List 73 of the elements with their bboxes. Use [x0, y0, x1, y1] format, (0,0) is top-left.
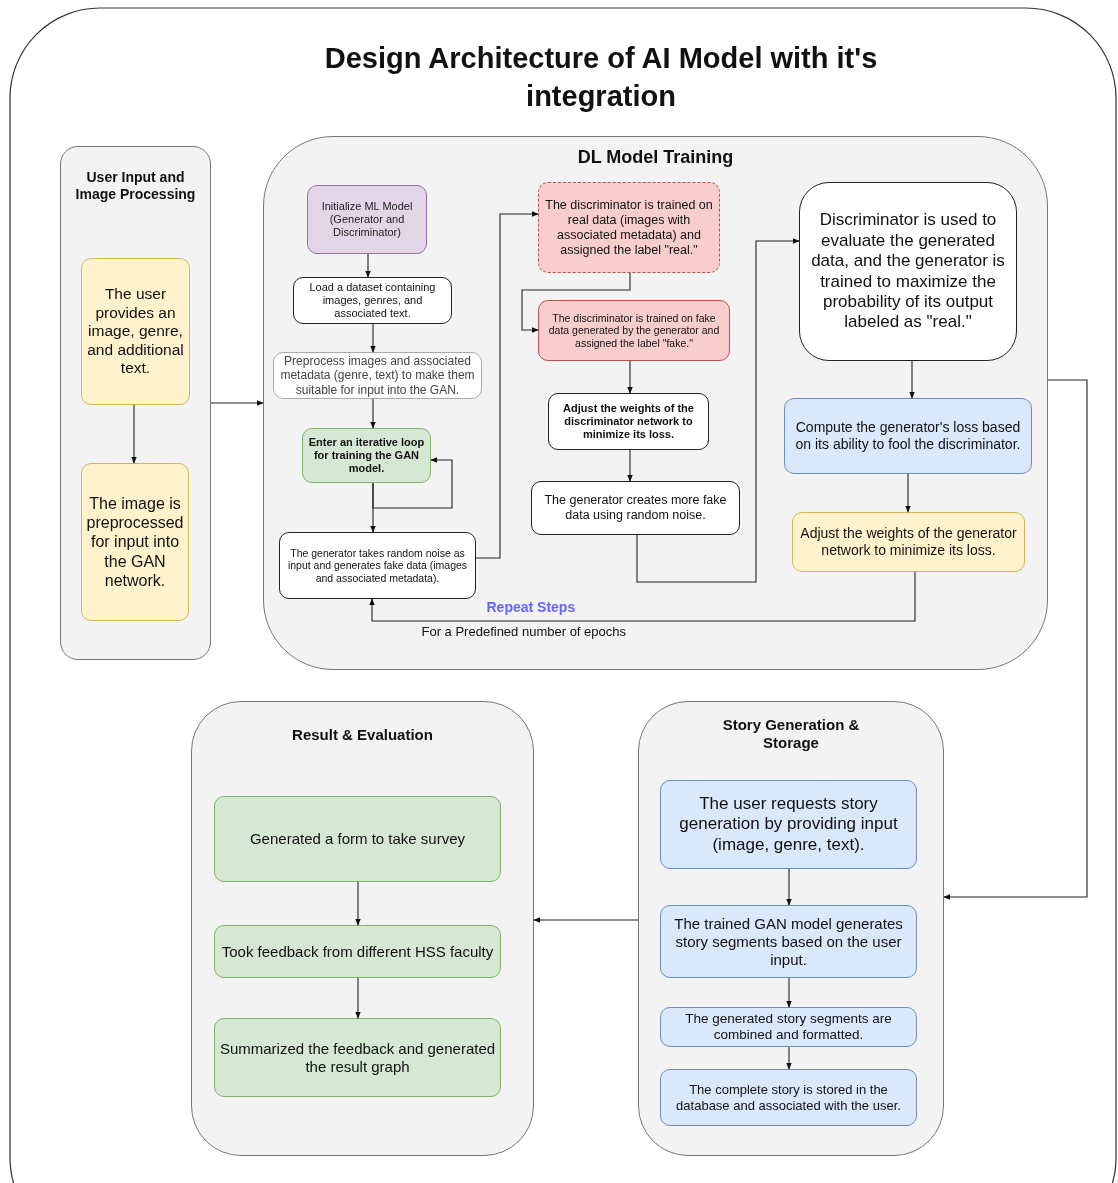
arrow	[475, 211, 539, 559]
step-text: The trained GAN model generates story segments based on the user input.	[673, 914, 904, 969]
edge-label: Repeat Steps	[484, 599, 578, 615]
process-box	[538, 300, 730, 361]
step-text: Load a dataset containing images, genres, and associated text.	[308, 280, 437, 321]
arrow	[372, 457, 453, 509]
arrow	[786, 868, 792, 906]
step-text: The discriminator is trained on real data (images with associated metadata) and assigned the label "real."	[544, 197, 714, 258]
process-box	[792, 512, 1025, 572]
process-box	[660, 1069, 917, 1126]
arrow	[786, 977, 792, 1008]
arrow	[521, 272, 631, 333]
process-box	[214, 925, 501, 978]
process-box	[531, 481, 740, 535]
arrow	[786, 1046, 792, 1070]
process-box	[214, 796, 501, 882]
arrow	[943, 379, 1088, 900]
arrow	[905, 473, 911, 513]
panel-title: Story Generation & Storage	[721, 716, 861, 752]
process-box	[302, 428, 431, 483]
step-text: Enter an iterative loop for training the GAN model.	[307, 435, 426, 476]
step-text: The user provides an image, genre, and additional text.	[86, 285, 185, 378]
arrow	[365, 253, 371, 278]
step-text: Took feedback from different HSS faculty	[221, 942, 494, 961]
step-text: Generated a form to take survey	[249, 830, 466, 848]
arrow	[370, 398, 376, 429]
group-panel	[60, 146, 211, 660]
step-text: The generator creates more fake data using random noise.	[543, 493, 728, 523]
process-box	[660, 905, 917, 978]
process-box	[307, 185, 427, 254]
diagram-title: Design Architecture of AI Model with it's integration	[323, 41, 879, 114]
panel-title: Result & Evaluation	[291, 726, 434, 744]
process-box	[279, 532, 476, 599]
arrow	[533, 917, 639, 923]
arrow	[210, 400, 264, 406]
step-text: The image is preprocessed for input into the GAN network.	[86, 494, 184, 590]
step-text: The generated story segments are combined and formatted.	[684, 1010, 893, 1044]
process-box	[799, 182, 1017, 361]
step-text: Discriminator is used to evaluate the generated data, and the generator is trained to maximize the probability of its output labeled as "real."	[810, 210, 1006, 333]
step-text: The complete story is stored in the database and associated with the user.	[675, 1081, 902, 1114]
step-text: Compute the generator's loss based on its ability to fool the discriminator.	[794, 419, 1022, 453]
arrow	[370, 323, 376, 353]
step-text: Preprocess images and associated metadata (genre, text) to make them suitable for input into the GAN.	[279, 353, 476, 398]
arrow	[131, 404, 137, 464]
process-box	[293, 277, 452, 324]
group-panel	[263, 136, 1048, 670]
arrow	[909, 360, 915, 399]
process-box	[784, 398, 1032, 474]
panel-title: User Input and Image Processing	[74, 169, 197, 203]
process-box	[660, 1007, 917, 1047]
arrow	[355, 977, 361, 1019]
panel-title: DL Model Training	[576, 147, 735, 169]
process-box	[548, 393, 709, 450]
process-box	[538, 182, 720, 273]
arrow	[627, 360, 633, 394]
arrow	[627, 449, 633, 482]
note-text: For a Predefined number of epochs	[421, 624, 626, 639]
step-text: The discriminator is trained on fake data generated by the generator and assigned the label "fake."	[547, 311, 721, 350]
process-box	[214, 1018, 501, 1097]
process-box	[660, 780, 917, 869]
group-panel	[191, 701, 534, 1156]
arrow	[636, 238, 800, 583]
step-text: Adjust the weights of the generator network to minimize its loss.	[799, 525, 1018, 559]
arrow	[355, 881, 361, 926]
step-text: Initialize ML Model (Generator and Discriminator)	[320, 199, 414, 240]
group-panel	[638, 701, 944, 1156]
process-box	[81, 463, 189, 621]
arrow	[369, 571, 916, 622]
step-text: Summarized the feedback and generated the result graph	[219, 1039, 496, 1076]
step-text: Adjust the weights of the discriminator network to minimize its loss.	[562, 401, 695, 442]
process-box	[81, 258, 190, 405]
step-text: The user requests story generation by providing input (image, genre, text).	[678, 793, 899, 856]
step-text: The generator takes random noise as input and generates fake data (images and associated metadata).	[286, 546, 469, 585]
